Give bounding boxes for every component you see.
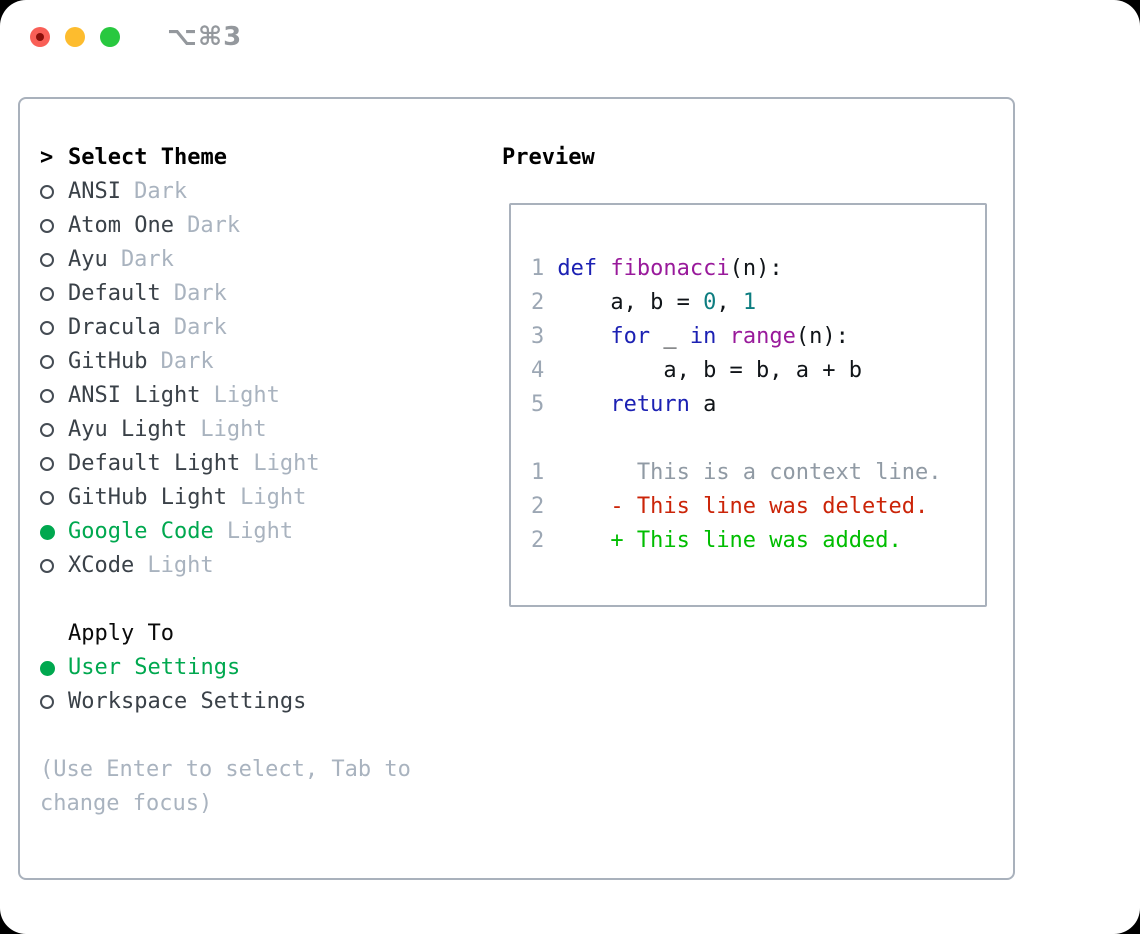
close-modified-dot-icon <box>36 33 44 41</box>
line-number: 2 <box>531 494 545 519</box>
radio-unselected-icon <box>40 423 54 437</box>
radio-unselected-icon <box>40 559 54 573</box>
code-line: 5 return a <box>531 388 985 422</box>
item-variant-label: Dark <box>173 281 227 306</box>
item-variant-label: Light <box>226 519 294 544</box>
radio-selected-icon <box>40 524 55 540</box>
radio-unselected-icon <box>40 457 54 471</box>
cursor-icon: > <box>40 145 54 170</box>
radio-unselected-icon <box>40 491 54 505</box>
line-number: 5 <box>531 392 545 417</box>
theme-item[interactable]: Default Light Light <box>40 447 480 481</box>
close-button[interactable] <box>30 27 50 47</box>
item-variant-label: Light <box>147 553 214 578</box>
spacer <box>40 719 480 753</box>
item-variant-label: Dark <box>173 315 227 340</box>
theme-item[interactable]: ANSI Dark <box>40 175 480 209</box>
radio-unselected-icon <box>40 219 54 233</box>
apply-to-option[interactable]: User Settings <box>40 651 480 685</box>
zoom-button[interactable] <box>100 27 120 47</box>
item-label: ANSI <box>68 179 121 204</box>
item-variant-label: Light <box>253 451 320 476</box>
spacer <box>40 583 480 617</box>
theme-item[interactable]: Google Code Light <box>40 515 480 549</box>
item-label: Workspace Settings <box>68 689 307 714</box>
radio-unselected-icon <box>40 287 54 301</box>
theme-item[interactable]: Atom One Dark <box>40 209 480 243</box>
radio-unselected-icon <box>40 321 54 335</box>
theme-item[interactable]: Default Dark <box>40 277 480 311</box>
line-number: 2 <box>531 528 545 553</box>
item-label: Google Code <box>68 519 214 544</box>
code-line: 4 a, b = b, a + b <box>531 354 985 388</box>
item-variant-label: Dark <box>160 349 214 374</box>
item-variant-label: Light <box>200 417 267 442</box>
radio-selected-icon <box>40 660 55 676</box>
code-line: 2 + This line was added. <box>531 524 985 558</box>
radio-unselected-icon <box>40 695 54 709</box>
item-label: User Settings <box>68 655 241 680</box>
code-line: 3 for _ in range(n): <box>531 320 985 354</box>
line-number: 1 <box>531 460 545 485</box>
radio-unselected-icon <box>40 185 54 199</box>
theme-item[interactable]: GitHub Dark <box>40 345 480 379</box>
traffic-lights <box>30 27 120 47</box>
line-number: 2 <box>531 290 545 315</box>
item-label: Default <box>68 281 161 306</box>
theme-list-header: Select Theme <box>68 145 227 170</box>
theme-item[interactable]: XCode Light <box>40 549 480 583</box>
apply-to-header: Apply To <box>68 621 174 646</box>
preview-title: Preview <box>502 145 595 170</box>
theme-item[interactable]: Ayu Light Light <box>40 413 480 447</box>
apply-to-header-row: Apply To <box>40 617 480 651</box>
item-label: ANSI Light <box>68 383 201 408</box>
apply-to-option[interactable]: Workspace Settings <box>40 685 480 719</box>
item-label: XCode <box>68 553 135 578</box>
item-variant-label: Dark <box>187 213 241 238</box>
item-variant-label: Dark <box>120 247 174 272</box>
radio-unselected-icon <box>40 389 54 403</box>
window-title-shortcut: ⌥⌘3 <box>167 22 243 52</box>
minimize-button[interactable] <box>65 27 85 47</box>
theme-item[interactable]: Ayu Dark <box>40 243 480 277</box>
radio-unselected-icon <box>40 253 54 267</box>
item-label: GitHub <box>68 349 148 374</box>
item-variant-label: Light <box>213 383 280 408</box>
code-line: 2 - This line was deleted. <box>531 490 985 524</box>
item-variant-label: Light <box>240 485 307 510</box>
theme-list-header-row: > Select Theme <box>40 141 480 175</box>
line-number: 3 <box>531 324 545 349</box>
titlebar: ⌥⌘3 <box>0 0 1140 74</box>
theme-item[interactable]: ANSI Light Light <box>40 379 480 413</box>
item-label: Ayu <box>68 247 108 272</box>
code-line <box>531 422 985 456</box>
line-number <box>531 422 544 456</box>
code-line: 1 This is a context line. <box>531 456 985 490</box>
line-number: 1 <box>531 256 545 281</box>
item-label: Atom One <box>68 213 174 238</box>
line-number: 4 <box>531 358 545 383</box>
help-text: (Use Enter to select, Tab to change focu… <box>40 757 411 816</box>
code-line: 2 a, b = 0, 1 <box>531 286 985 320</box>
item-label: Dracula <box>68 315 161 340</box>
item-label: Default Light <box>68 451 241 476</box>
theme-item[interactable]: Dracula Dark <box>40 311 480 345</box>
item-label: Ayu Light <box>68 417 188 442</box>
item-label: GitHub Light <box>68 485 227 510</box>
radio-unselected-icon <box>40 355 54 369</box>
item-variant-label: Dark <box>134 179 188 204</box>
theme-item[interactable]: GitHub Light Light <box>40 481 480 515</box>
